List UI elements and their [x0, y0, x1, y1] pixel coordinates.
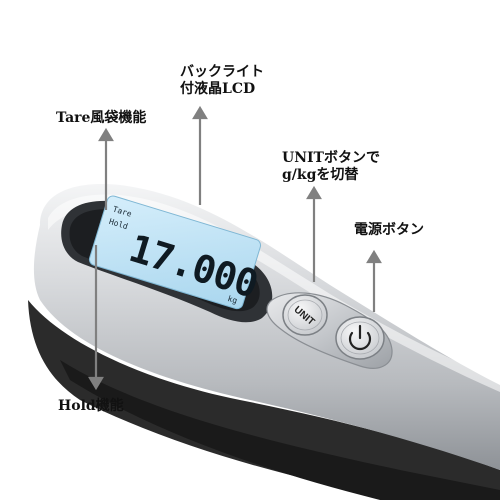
unit-button[interactable]: UNIT: [282, 294, 328, 336]
callout-hold: Hold機能: [58, 398, 124, 414]
callout-tare: Tare風袋機能: [56, 110, 147, 126]
callout-backlight-line2: 付液晶LCD: [180, 81, 256, 97]
callout-backlight: バックライト 付液晶LCD: [180, 64, 264, 98]
callout-unit-line2: g/kgを切替: [282, 167, 359, 183]
callout-arrows: [88, 105, 382, 391]
power-button[interactable]: [335, 316, 385, 360]
callout-unit: UNITボタンで g/kgを切替: [282, 150, 380, 184]
callout-backlight-line1: バックライト: [180, 64, 264, 80]
unit-indicator: kg: [227, 294, 239, 305]
callout-unit-line1: UNITボタンで: [282, 150, 380, 166]
callout-power: 電源ボタン: [354, 222, 424, 238]
handle-underside: [28, 300, 500, 500]
power-icon: [348, 324, 372, 351]
